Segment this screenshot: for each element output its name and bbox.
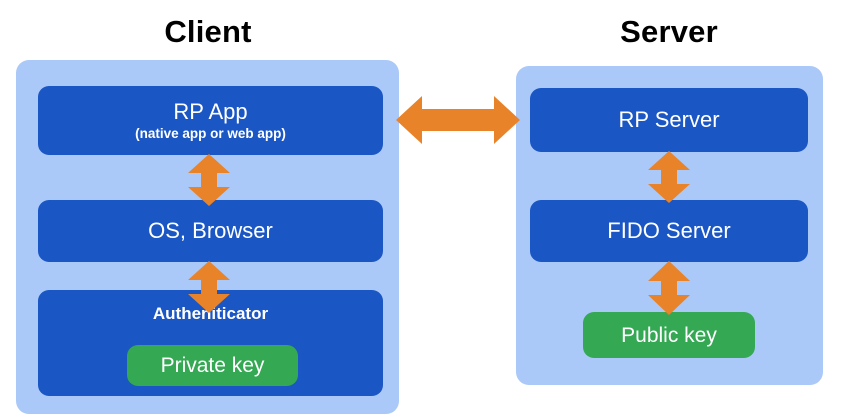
rp-server-fido-server-double-arrow-icon: [648, 151, 690, 203]
rp-app-sublabel: (native app or web app): [135, 125, 286, 141]
private-key-box: Private key: [127, 345, 298, 386]
private-key-label: Private key: [160, 354, 265, 377]
rp-server-label: RP Server: [618, 106, 720, 132]
os-browser-box: OS, Browser: [38, 200, 383, 262]
client-server-double-arrow-icon: [396, 96, 520, 144]
authenticator-label: Autheniticator: [152, 304, 269, 323]
client-column-title: Client: [164, 14, 252, 49]
server-column-title: Server: [620, 14, 718, 49]
os-browser-label: OS, Browser: [148, 217, 273, 243]
rp-app-label: RP App: [173, 98, 248, 124]
rp-app-box: RP App (native app or web app): [38, 86, 383, 155]
os-browser-authenticator-double-arrow-icon: [188, 261, 230, 313]
rp-server-box: RP Server: [530, 88, 808, 152]
public-key-label: Public key: [621, 323, 717, 347]
rp-app-os-browser-double-arrow-icon: [188, 154, 230, 206]
fido-server-public-key-double-arrow-icon: [648, 261, 690, 315]
public-key-box: Public key: [583, 312, 755, 358]
fido-server-label: FIDO Server: [607, 217, 731, 243]
fido-server-box: FIDO Server: [530, 200, 808, 262]
